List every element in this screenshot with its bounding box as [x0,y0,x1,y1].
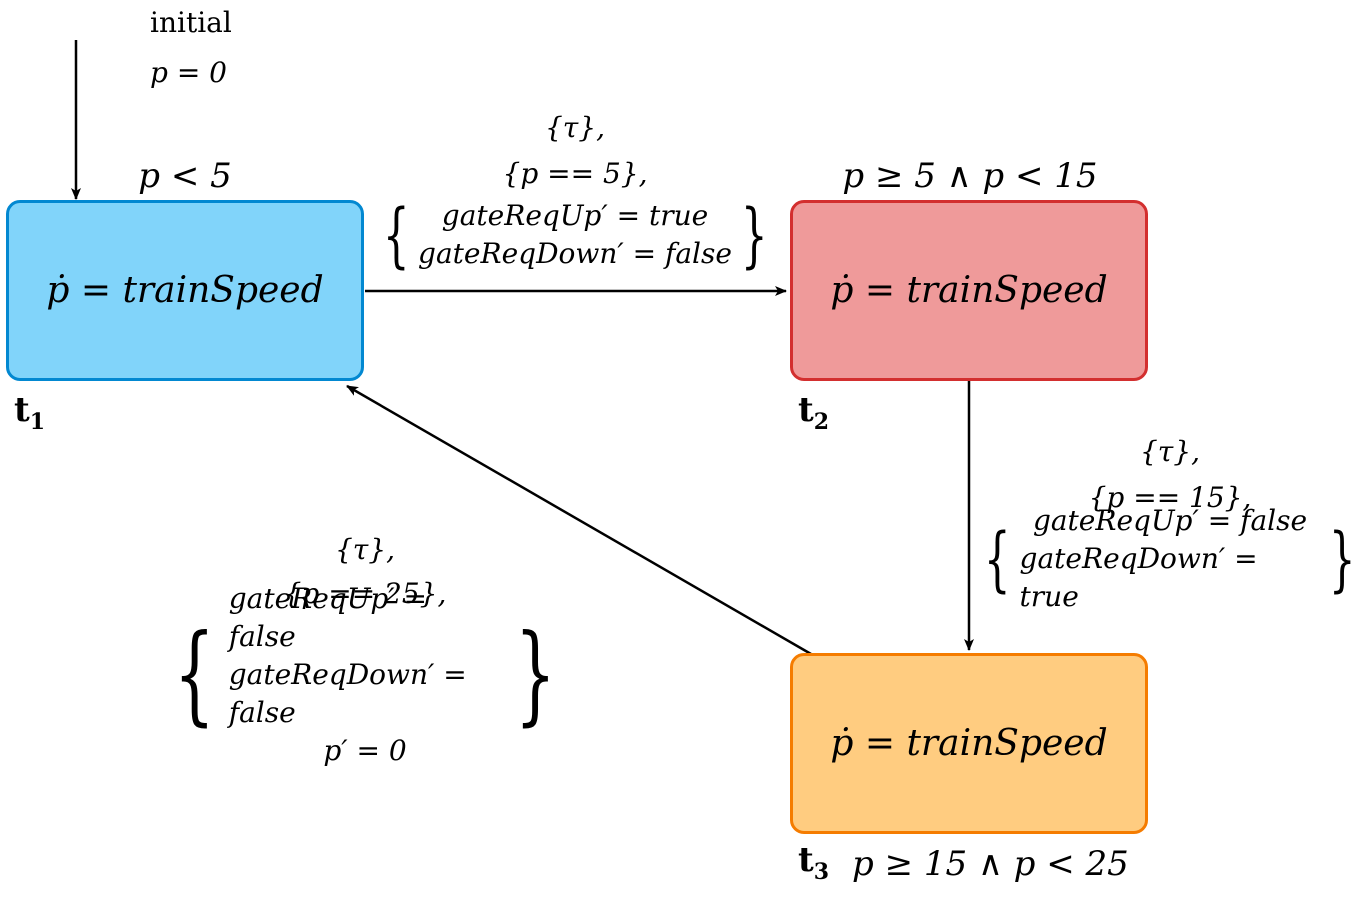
update-line: gateReqUp′ = true [441,199,709,232]
state-label-t3: t3 [798,840,830,885]
right-brace: } [515,612,557,737]
update-line: gateReqUp′ = false [228,582,427,653]
state-t2[interactable]: ṗ = trainSpeed [790,200,1148,381]
left-brace: { [983,518,1011,600]
update-line: gateReqDown′ = true [1019,542,1258,613]
update-block-t2-t3: { gateReqUp′ = false gateReqDown′ = true… [975,504,1365,613]
flow-t3: ṗ = trainSpeed [830,723,1108,764]
update-block-t3-t1: { gateReqUp′ = false gateReqDown′ = fals… [160,582,570,767]
initial-label: initial [150,6,232,39]
state-t3[interactable]: ṗ = trainSpeed [790,653,1148,834]
initial-condition: p = 0 [150,56,227,89]
event-t2-t3: {τ}, [1139,435,1201,468]
guard-t1-t2: {p == 5}, [502,157,648,190]
state-label-t1: t1 [14,390,46,435]
guard-t2-t3: {p == 15}, [1088,481,1252,514]
invariant-t2: p ≥ 5 ∧ p < 15 [842,156,1098,196]
invariant-t3: p ≥ 15 ∧ p < 25 [852,844,1129,884]
invariant-t1: p < 5 [138,156,232,196]
guard-t3-t1: {p == 25}, [283,577,447,610]
flow-t2: ṗ = trainSpeed [830,270,1108,311]
event-t1-t2: {τ}, [544,111,606,144]
update-line: gateReqUp′ = false [1032,504,1308,537]
state-t1[interactable]: ṗ = trainSpeed [6,200,364,381]
update-line: gateReqDown′ = false [418,237,732,270]
event-t3-t1: {τ}, [334,533,396,566]
right-brace: } [1329,518,1357,600]
flow-t1: ṗ = trainSpeed [46,270,324,311]
left-brace: { [382,194,410,276]
edge-t3-t1 [346,384,812,656]
right-brace: } [740,194,768,276]
update-line: p′ = 0 [323,734,407,767]
state-label-t2: t2 [798,390,830,435]
left-brace: { [173,612,215,737]
update-line: gateReqDown′ = false [228,658,467,729]
update-block-t1-t2: { gateReqUp′ = true gateReqDown′ = false… [370,194,780,276]
